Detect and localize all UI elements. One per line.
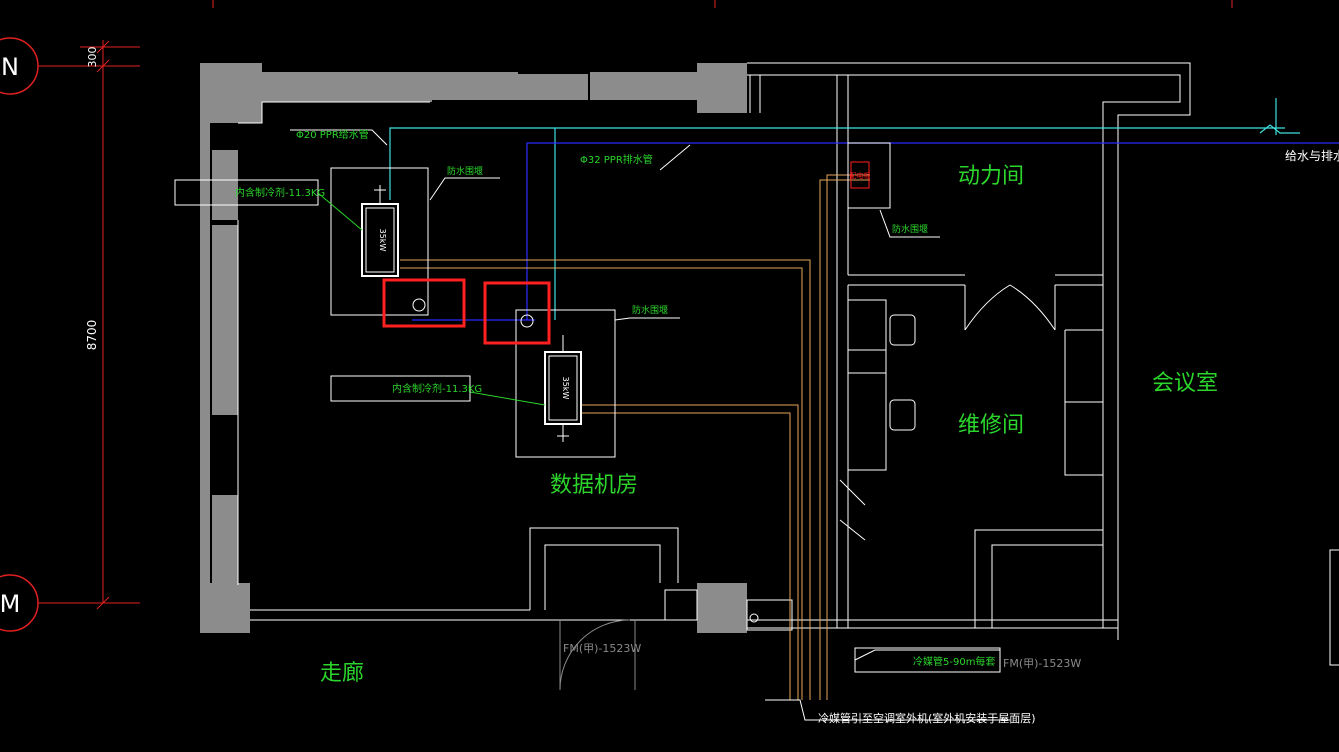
highlight-boxes [382,278,551,345]
ppr32-label: Φ32 PPR排水管 [580,153,653,166]
refrigerant-note-boxes [174,179,1001,673]
drain-pipe-blue [412,142,1339,321]
refrigerant-note-2: 内含制冷剂-11.3KG [392,382,482,395]
crac-unit-2: 35kW [544,335,582,442]
refrigerant-note-1: 内含制冷剂-11.3KG [235,186,325,199]
door-label-2: FM(甲)-1523W [1003,657,1081,670]
room-maintenance: 维修间 [958,413,1024,438]
maintenance-desks [839,299,916,541]
axis-bubble-m: M [0,574,140,632]
axis-label-n: N [1,53,19,81]
edge-frame [1329,549,1339,666]
supply-pipe-cyan [389,98,1300,320]
refrigerant-pipes [400,174,870,700]
service-door [664,589,793,631]
waterproof-label-2: 防水围堰 [632,304,668,316]
room-meeting: 会议室 [1152,371,1218,396]
refrigerant-route-note: 冷媒管引至空调室外机(室外机安装于屋面层) [818,711,1036,725]
waterproof-curbs [330,142,891,458]
concrete-walls [200,63,747,633]
dim-300: 300 [86,47,99,68]
crac-unit-1: 35kW [361,185,399,277]
dim-8700: 8700 [85,320,99,351]
room-corridor: 走廊 [320,661,364,686]
waterproof-label-3: 防水围堰 [892,223,928,235]
power-room-door [964,284,1056,331]
top-ticks [212,0,1233,8]
ppr20-label: Φ20 PPR给水管 [296,128,369,141]
pipe-length-note: 冷媒管5-90m每套 [913,655,995,668]
waterproof-label-1: 防水围堰 [447,165,483,177]
power-panel: 配电柜 [850,161,871,189]
crac-2-label: 35kW [561,377,570,400]
panel-tag: 配电柜 [850,171,871,180]
floor-drains [412,298,534,328]
wall-outlines [237,62,1191,640]
room-data: 数据机房 [550,473,638,498]
axis-label-m: M [0,590,20,618]
axis-bubble-n: N [0,37,140,95]
door-label-1: FM(甲)-1523W [563,642,641,655]
leader-lines [290,129,1010,721]
corridor-door [559,619,636,691]
room-power: 动力间 [958,164,1024,189]
supply-drain-label: 给水与排水管 [1285,148,1339,163]
refrigerant-leaders [317,192,546,406]
crac-1-label: 35kW [378,229,387,252]
dimension-line [80,40,140,610]
